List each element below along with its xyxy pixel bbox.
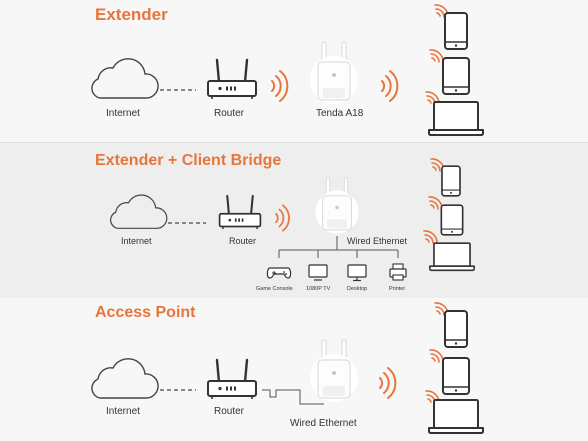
- router-label: Router: [229, 236, 257, 246]
- phone-icon: [444, 12, 468, 50]
- phone-icon: [441, 165, 461, 197]
- gamepad-icon: [266, 267, 292, 279]
- tablet-icon: [442, 57, 470, 95]
- internet-label: Internet: [106, 406, 140, 417]
- laptop-icon: [428, 399, 484, 434]
- extender-icon: [314, 177, 360, 235]
- tablet-icon: [442, 357, 470, 395]
- cloud-icon: [91, 58, 159, 99]
- wired-ethernet-label: Wired Ethernet: [347, 236, 408, 246]
- tv-icon: [308, 264, 328, 281]
- wifi-waves-icon: [423, 230, 438, 245]
- access-point-title: Access Point: [95, 304, 196, 321]
- printer-icon: [389, 263, 407, 281]
- laptop-icon: [428, 101, 484, 136]
- wifi-waves-icon: [428, 196, 443, 211]
- cloud-icon: [91, 358, 159, 399]
- device-label-printer: Printer: [389, 286, 406, 292]
- device-label-desktop: Desktop: [347, 286, 368, 292]
- router-label: Router: [214, 108, 245, 119]
- wifi-waves-icon: [381, 70, 399, 102]
- wifi-waves-icon: [271, 70, 289, 102]
- wired-ethernet-label: Wired Ethernet: [290, 418, 357, 429]
- client-bridge-panel: [0, 142, 588, 300]
- extender-title: Extender: [95, 5, 168, 24]
- device-label-tv: 1080P TV: [306, 286, 331, 292]
- access-point-panel: [0, 298, 588, 441]
- extender-model-label: Tenda A18: [316, 108, 364, 119]
- extender-icon: [309, 339, 359, 403]
- internet-label: Internet: [121, 236, 152, 246]
- wired-ethernet-line: [262, 389, 324, 405]
- wired-ethernet-tree: [278, 236, 399, 258]
- wifi-waves-icon: [429, 349, 444, 364]
- router-icon: [206, 358, 258, 401]
- extender-panel: [0, 0, 588, 142]
- router-icon: [206, 58, 258, 101]
- wifi-waves-icon: [275, 204, 290, 232]
- wifi-waves-icon: [429, 49, 444, 64]
- laptop-icon: [429, 242, 475, 272]
- desktop-icon: [347, 264, 367, 282]
- internet-label: Internet: [106, 108, 140, 119]
- extender-icon: [309, 41, 359, 105]
- wifi-waves-icon: [379, 367, 397, 399]
- cloud-icon: [110, 194, 168, 229]
- router-label: Router: [214, 406, 245, 417]
- client-bridge-title: Extender + Client Bridge: [95, 152, 282, 169]
- tablet-icon: [440, 204, 464, 236]
- device-label-game-console: Game Console: [256, 286, 293, 292]
- phone-icon: [444, 310, 468, 348]
- router-icon: [218, 194, 262, 231]
